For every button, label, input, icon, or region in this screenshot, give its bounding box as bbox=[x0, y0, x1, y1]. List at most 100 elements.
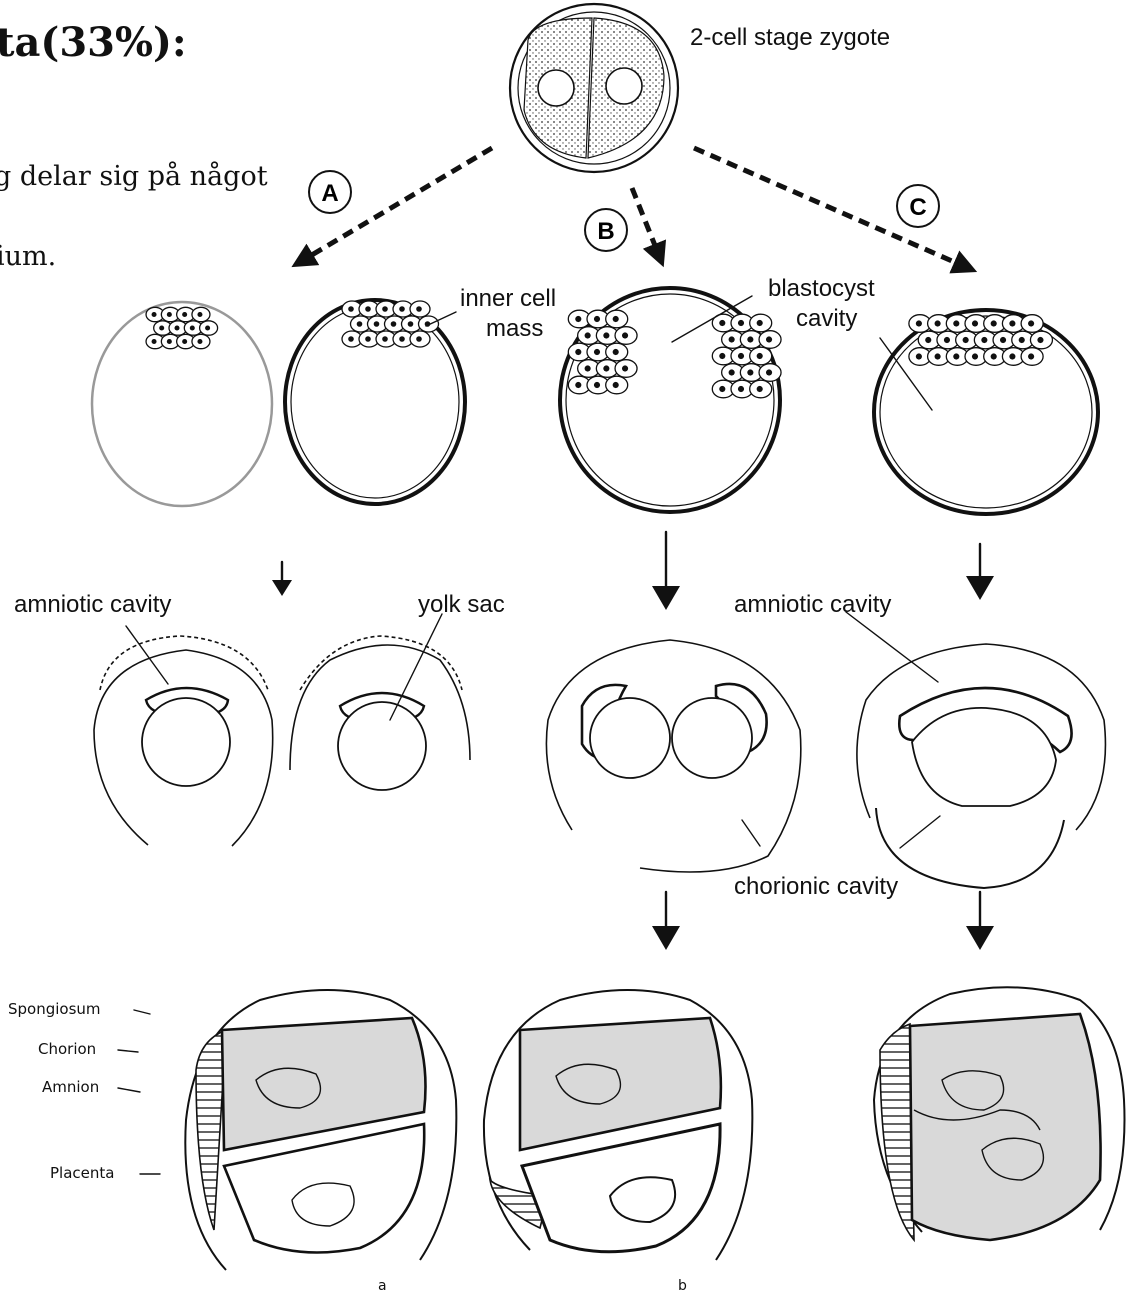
placenta-figure-b bbox=[484, 990, 752, 1260]
cell-nucleus bbox=[1019, 337, 1025, 343]
chorion-label: Chorion bbox=[38, 1040, 96, 1058]
cell-nucleus bbox=[348, 306, 354, 312]
cell-nucleus bbox=[613, 316, 619, 322]
cell-nucleus bbox=[585, 332, 591, 338]
path-letter-c: C bbox=[909, 194, 926, 221]
cell-nucleus bbox=[575, 382, 581, 388]
cell-nucleus bbox=[613, 382, 619, 388]
cell-nucleus bbox=[1009, 353, 1015, 359]
cell-nucleus bbox=[159, 325, 164, 330]
cell-nucleus bbox=[719, 320, 725, 326]
implanted-a2 bbox=[290, 636, 470, 790]
inner-cell-mass-c bbox=[909, 315, 1053, 366]
implanted-a1 bbox=[94, 636, 273, 846]
cell-nucleus bbox=[357, 321, 363, 327]
cell-nucleus bbox=[167, 312, 172, 317]
blastocyst-a2 bbox=[285, 300, 465, 504]
cell-nucleus bbox=[738, 353, 744, 359]
amnion-label: Amnion bbox=[42, 1078, 99, 1096]
cell-nucleus bbox=[766, 369, 772, 375]
cell-nucleus bbox=[757, 320, 763, 326]
figure-letter-a: a bbox=[378, 1278, 387, 1294]
cell-nucleus bbox=[925, 337, 931, 343]
implanted-c bbox=[857, 644, 1106, 888]
cell-nucleus bbox=[594, 382, 600, 388]
cell-nucleus bbox=[585, 365, 591, 371]
cell-nucleus bbox=[575, 316, 581, 322]
cell-nucleus bbox=[972, 353, 978, 359]
zygote-label: 2-cell stage zygote bbox=[690, 24, 890, 51]
cell-nucleus bbox=[953, 320, 959, 326]
cell-nucleus bbox=[757, 386, 763, 392]
cell-nucleus bbox=[738, 386, 744, 392]
cell-nucleus bbox=[374, 321, 380, 327]
placenta-figure-c bbox=[874, 987, 1125, 1240]
cell-nucleus bbox=[416, 306, 422, 312]
amniotic-cavity-label-right: amniotic cavity bbox=[734, 591, 891, 618]
inner-cell-mass-a2 bbox=[342, 301, 439, 347]
cell-nucleus bbox=[719, 386, 725, 392]
cell-nucleus bbox=[953, 353, 959, 359]
split-arrows bbox=[300, 148, 968, 268]
cell-nucleus bbox=[972, 320, 978, 326]
cell-nucleus bbox=[935, 320, 941, 326]
cell-nucleus bbox=[963, 337, 969, 343]
cell-nucleus bbox=[382, 336, 388, 342]
cell-nucleus bbox=[416, 336, 422, 342]
inner-cell-mass-a1 bbox=[146, 307, 218, 348]
placenta-label: Placenta bbox=[50, 1164, 114, 1182]
cell-nucleus bbox=[182, 339, 187, 344]
cell-nucleus bbox=[197, 312, 202, 317]
heading-line-1: g delar sig på något bbox=[0, 160, 268, 192]
cell-nucleus bbox=[152, 312, 157, 317]
cell-nucleus bbox=[382, 306, 388, 312]
placenta-figure-a bbox=[185, 990, 456, 1270]
cell-nucleus bbox=[944, 337, 950, 343]
cell-nucleus bbox=[1000, 337, 1006, 343]
zygote-two-cell bbox=[510, 4, 678, 172]
cell-nucleus bbox=[991, 320, 997, 326]
cell-nucleus bbox=[399, 306, 405, 312]
cell-nucleus bbox=[622, 332, 628, 338]
cell-nucleus bbox=[747, 336, 753, 342]
cell-nucleus bbox=[205, 325, 210, 330]
cell-nucleus bbox=[603, 332, 609, 338]
cell-nucleus bbox=[167, 339, 172, 344]
cell-nucleus bbox=[197, 339, 202, 344]
cell-nucleus bbox=[603, 365, 609, 371]
cell-nucleus bbox=[719, 353, 725, 359]
path-letter-b: B bbox=[597, 218, 614, 245]
cell-nucleus bbox=[935, 353, 941, 359]
cell-nucleus bbox=[729, 336, 735, 342]
path-badge-a: A bbox=[309, 171, 351, 213]
cell-nucleus bbox=[594, 349, 600, 355]
cell-nucleus bbox=[182, 312, 187, 317]
path-badge-b: B bbox=[585, 209, 627, 251]
heading-title: ta(33%): bbox=[0, 19, 187, 66]
cell-nucleus bbox=[575, 349, 581, 355]
cell-nucleus bbox=[991, 353, 997, 359]
blastocyst-a1 bbox=[92, 302, 272, 506]
yolk-sac-label: yolk sac bbox=[418, 591, 505, 618]
cell-nucleus bbox=[399, 336, 405, 342]
cell-nucleus bbox=[190, 325, 195, 330]
chorionic-cavity-label: chorionic cavity bbox=[734, 873, 898, 900]
cell-nucleus bbox=[729, 369, 735, 375]
blastocyst-b bbox=[560, 288, 781, 512]
cell-nucleus bbox=[916, 353, 922, 359]
path-badge-c: C bbox=[897, 185, 939, 227]
cell-nucleus bbox=[1037, 337, 1043, 343]
cell-nucleus bbox=[747, 369, 753, 375]
cell-nucleus bbox=[981, 337, 987, 343]
blastocyst-c bbox=[874, 310, 1098, 514]
heading-line-2: ium. bbox=[0, 241, 56, 272]
cell-nucleus bbox=[916, 320, 922, 326]
cell-nucleus bbox=[622, 365, 628, 371]
cell-nucleus bbox=[365, 336, 371, 342]
figure-letter-b: b bbox=[678, 1278, 687, 1294]
inner-cell-mass-b1 bbox=[568, 310, 637, 394]
cell-nucleus bbox=[1028, 353, 1034, 359]
cell-nucleus bbox=[1009, 320, 1015, 326]
cell-nucleus bbox=[174, 325, 179, 330]
